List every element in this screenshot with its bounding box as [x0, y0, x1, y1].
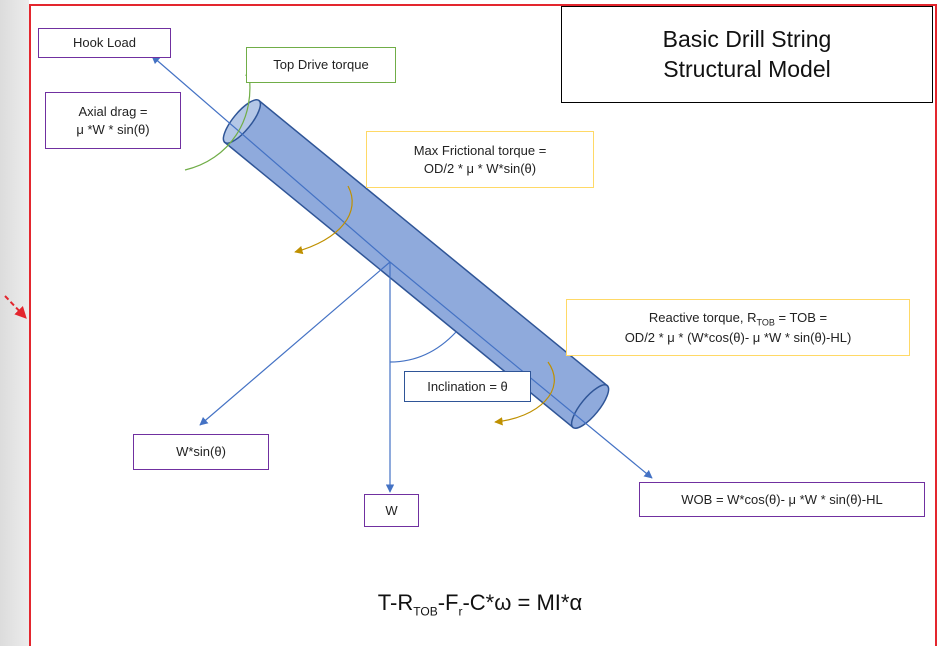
hook-load-arrow — [151, 55, 391, 263]
title-line-2: Structural Model — [663, 55, 831, 82]
torque-balance-equation: T-RTOB-Fr-C*ω = MI*α — [377, 590, 583, 619]
reactive-torque-line-2: OD/2 * μ * (W*cos(θ)- μ *W * sin(θ)-HL) — [624, 329, 852, 345]
reactive-torque-label: Reactive torque, RTOB = TOB = OD/2 * μ *… — [566, 299, 910, 356]
max-frictional-torque-label: Max Frictional torque = OD/2 * μ * W*sin… — [366, 131, 594, 188]
pipe-bottom-end — [570, 384, 610, 429]
weight-label: W — [364, 494, 419, 527]
wob-label: WOB = W*cos(θ)- μ *W * sin(θ)-HL — [639, 482, 925, 517]
drill-pipe — [222, 99, 610, 429]
hook-load-label: Hook Load — [38, 28, 171, 58]
top-drive-torque-label: Top Drive torque — [246, 47, 396, 83]
reactive-torque-line-1: Reactive torque, RTOB = TOB = — [648, 309, 828, 328]
frictional-torque-arrow — [294, 185, 353, 255]
title-line-1: Basic Drill String — [662, 25, 832, 52]
pipe-top-end — [222, 99, 262, 144]
inclination-arc — [389, 331, 457, 363]
reactive-torque-arrow — [494, 361, 555, 426]
inclination-label: Inclination = θ — [404, 371, 531, 402]
left-margin-strip — [0, 0, 29, 646]
w-sin-label: W*sin(θ) — [133, 434, 269, 470]
diagram-title: Basic Drill String Structural Model — [561, 6, 933, 103]
w-sin-arrow — [199, 261, 391, 426]
top-drive-torque-arrow — [184, 67, 254, 171]
wob-arrow — [389, 261, 653, 479]
red-pointer-arrow — [4, 295, 27, 319]
axial-drag-label: Axial drag = μ *W * sin(θ) — [45, 92, 181, 149]
